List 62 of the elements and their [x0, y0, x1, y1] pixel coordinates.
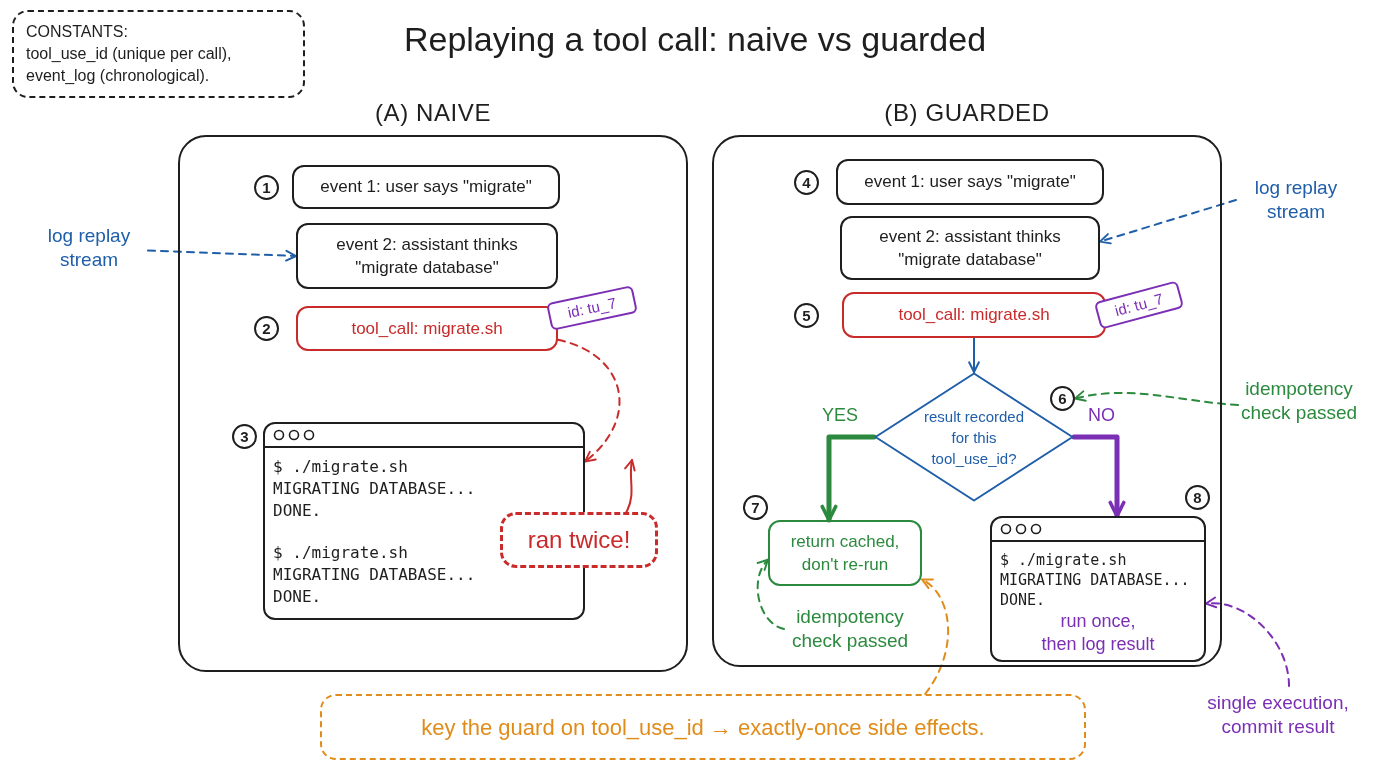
dashed-arrow [557, 338, 621, 463]
step-number: 3 [232, 424, 257, 449]
terminal-line: MIGRATING DATABASE... [1000, 570, 1190, 590]
annotation-text: log replay stream [1236, 172, 1356, 228]
event-box [292, 165, 560, 209]
step-number: 7 [743, 495, 768, 520]
thick-arrow [820, 434, 877, 523]
step-number: 8 [1185, 485, 1210, 510]
terminal-line: DONE. [1000, 590, 1046, 610]
dashed-arrow [1205, 597, 1290, 687]
annotation-text: single execution, commit result [1192, 686, 1364, 744]
event-box [840, 216, 1100, 280]
terminal-window [990, 516, 1206, 662]
terminal-line: $ ./migrate.sh [273, 456, 408, 478]
edge-label: YES [820, 406, 861, 424]
dashed-arrow [1074, 390, 1239, 407]
tool-call-text: tool_call: migrate.sh [898, 304, 1050, 327]
warning-callout: ran twice! [500, 512, 658, 568]
id-tag: id: tu_7 [546, 285, 638, 331]
annotation-text: log replay stream [30, 222, 148, 274]
thick-arrow [1071, 434, 1126, 519]
note-heading: CONSTANTS: [26, 22, 128, 42]
annotation-text: idempotency check passed [784, 600, 916, 658]
terminal-line: MIGRATING DATABASE... [273, 478, 476, 500]
constants-note [12, 10, 305, 98]
decision-diamond [874, 372, 1074, 502]
terminal-line: MIGRATING DATABASE... [273, 564, 476, 586]
annotation-text: idempotency check passed [1238, 360, 1360, 442]
dashed-arrow [756, 558, 785, 630]
event-box [296, 223, 558, 289]
terminal-line: $ ./migrate.sh [273, 542, 408, 564]
event-text: event 1: user says "migrate" [320, 176, 532, 199]
decision-text: result recorded for this tool_use_id? [922, 406, 1026, 469]
step-number: 1 [254, 175, 279, 200]
result-text: return cached, don't re-run [789, 530, 901, 576]
terminal-line: DONE. [273, 500, 322, 522]
id-tag: id: tu_7 [1093, 280, 1185, 330]
event-box [836, 159, 1104, 205]
terminal-note: run once, then log result [1040, 610, 1156, 656]
panel-heading: (A) NAIVE [374, 98, 492, 128]
edge-label: NO [1086, 406, 1117, 424]
summary-text: key the guard on tool_use_id → exactly-once side effects. [421, 713, 985, 742]
step-number: 6 [1050, 386, 1075, 411]
tool-call-text: tool_call: migrate.sh [351, 317, 503, 340]
terminal-line: DONE. [273, 586, 322, 608]
event-text: event 2: assistant thinks "migrate database" [335, 233, 519, 279]
note-text: tool_use_id (unique per call), event_log (chronological). [26, 44, 233, 86]
panel-heading: (B) GUARDED [884, 98, 1050, 128]
dashed-arrow [1099, 199, 1237, 245]
event-text: event 2: assistant thinks "migrate database" [878, 225, 1062, 271]
dashed-arrow [147, 249, 297, 262]
dashed-arrow [921, 578, 949, 695]
result-box [768, 520, 922, 586]
diagram-title: Replaying a tool call: naive vs guarded [402, 19, 988, 60]
summary-note [320, 694, 1086, 760]
step-number: 4 [794, 170, 819, 195]
step-number: 5 [794, 303, 819, 328]
arrow [968, 337, 980, 373]
event-text: event 1: user says "migrate" [864, 171, 1076, 194]
arrow [624, 459, 637, 513]
terminal-line: $ ./migrate.sh [1000, 550, 1127, 570]
step-number: 2 [254, 316, 279, 341]
